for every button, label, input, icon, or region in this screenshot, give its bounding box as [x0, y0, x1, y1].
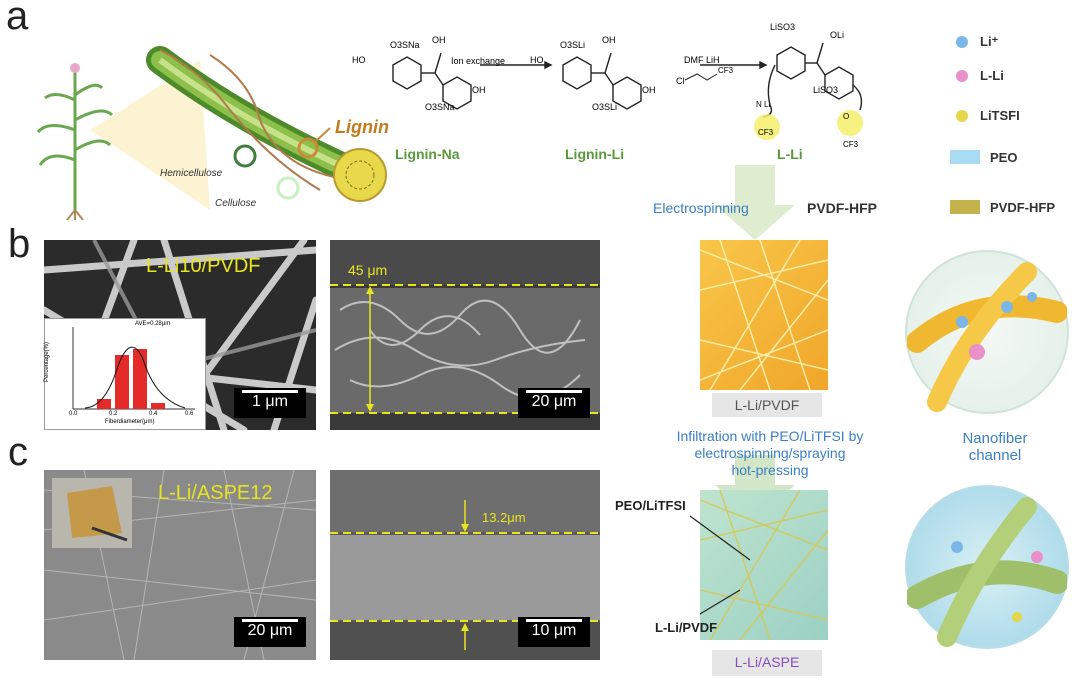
- lli-pvdf-caption: L-Li/PVDF: [712, 393, 822, 417]
- lli-aspe-caption: L-Li/ASPE: [712, 650, 822, 676]
- nanofiber-zoom-pvdf: [905, 250, 1069, 414]
- chemical-structures: [392, 42, 863, 140]
- chem-na-so3na-bot: O3SNa: [425, 102, 455, 112]
- callout-peo-litfsi: PEO/LiTFSI: [615, 498, 686, 513]
- histogram-xtick-2: 0.4: [149, 411, 158, 417]
- chem-lli-nli: N Li: [756, 100, 771, 109]
- step1-label: Ion exchange: [451, 56, 506, 66]
- legend: Li⁺ L-Li LiTSFI PEO PVDF-HFP: [950, 30, 1070, 230]
- scale-bar-b2: 20 μm: [518, 388, 590, 418]
- chem-lli-cf3c: CF3: [843, 140, 859, 149]
- lli-aspe-film: [699, 489, 829, 641]
- compound-l-li: L-Li: [777, 146, 803, 162]
- scale-bar-b1: 1 μm: [234, 388, 306, 418]
- infiltration-line-1: Infiltration with PEO/LiTFSI by: [676, 428, 864, 444]
- sem-c1-label: L-Li/ASPE12: [158, 482, 273, 504]
- sem-c2-thickness: 13.2μm: [482, 510, 526, 525]
- scale-bar-c2: 10 μm: [518, 617, 590, 647]
- membrane-photo-inset: [52, 478, 132, 548]
- panel-letter-a: a: [6, 0, 29, 38]
- chem-lli-cf3a: CF3: [718, 66, 734, 75]
- scale-bar-b1-text: 1 μm: [252, 393, 288, 410]
- lli-pvdf-film: [699, 239, 829, 391]
- compound-lignin-na: Lignin-Na: [395, 146, 460, 162]
- cellulose-label: Cellulose: [215, 198, 257, 209]
- plant-illustration: [36, 46, 387, 220]
- legend-pvdf-swatch: [950, 200, 980, 214]
- chem-na-oh-top: OH: [432, 35, 446, 45]
- electrospinning-label: Electrospinning: [653, 200, 749, 216]
- chem-li-oh-top: OH: [602, 35, 616, 45]
- sem-b1-label: L-Li10/PVDF: [146, 255, 261, 277]
- legend-litsfi-label: LiTSFI: [980, 108, 1020, 123]
- nanofiber-label-line-1: Nanofiber: [962, 430, 1028, 447]
- chem-na-ho: HO: [352, 55, 366, 65]
- chem-li-ho: HO: [530, 55, 544, 65]
- histogram-annotation: AVE=0.28μm: [135, 321, 171, 327]
- legend-peo-swatch: [950, 150, 980, 164]
- histogram-xtick-1: 0.2: [109, 411, 118, 417]
- legend-li-icon: [956, 36, 968, 48]
- histogram-inset: AVE=0.28μm Fiberdiameter(μm) Percentage(…: [44, 318, 206, 430]
- legend-lli-icon: [956, 70, 968, 82]
- chem-lli-cf3b: CF3: [758, 128, 774, 137]
- legend-li-label: Li⁺: [980, 34, 999, 49]
- histogram-xtick-3: 0.6: [185, 411, 194, 417]
- chem-li-so3li-bot: O3SLi: [592, 102, 618, 112]
- chem-li-oh-right: OH: [642, 85, 656, 95]
- histogram-xlabel: Fiberdiameter(μm): [105, 419, 155, 425]
- chem-lli-o: O: [843, 112, 850, 121]
- histogram-ylabel: Percentage(%): [44, 341, 51, 383]
- callout-lines: [689, 515, 751, 615]
- chem-lli-cl: Cl: [676, 76, 685, 86]
- sem-b2-thickness: 45 μm: [348, 262, 388, 278]
- infiltration-text: Infiltration with PEO/LiTFSI by electros…: [640, 428, 900, 479]
- panel-letter-b: b: [8, 222, 31, 266]
- chem-lli-liso3-mid: LiSO3: [813, 85, 839, 95]
- pvdf-hfp-label: PVDF-HFP: [807, 200, 877, 216]
- step2-label: DMF LiH: [684, 55, 720, 65]
- scale-bar-c1-text: 20 μm: [247, 622, 293, 639]
- legend-litsfi-icon: [956, 110, 968, 122]
- plant-icon: [36, 70, 114, 210]
- lignin-label: Lignin: [335, 117, 389, 137]
- compound-lignin-li: Lignin-Li: [565, 146, 625, 162]
- scale-bar-c1: 20 μm: [234, 617, 306, 647]
- chem-li-so3li-top: O3SLi: [560, 40, 586, 50]
- nanofiber-label-line-2: channel: [968, 447, 1022, 464]
- flow-arrows: [715, 165, 795, 520]
- nanofiber-zoom-aspe: [905, 485, 1069, 649]
- callout-lli-pvdf: L-Li/PVDF: [655, 620, 718, 635]
- histogram-xtick-0: 0.0: [69, 411, 78, 417]
- legend-lli-label: L-Li: [980, 68, 1004, 83]
- chem-na-so3na-top: O3SNa: [390, 40, 420, 50]
- scale-bar-b2-text: 20 μm: [531, 393, 577, 410]
- infiltration-line-3: hot-pressing: [731, 462, 809, 478]
- scale-bar-c2-text: 10 μm: [531, 622, 577, 639]
- panel-letter-c: c: [8, 430, 28, 474]
- chem-lli-liso3-top: LiSO3: [770, 22, 796, 32]
- chem-na-oh-right: OH: [472, 85, 486, 95]
- legend-pvdf-label: PVDF-HFP: [990, 200, 1055, 215]
- legend-peo-label: PEO: [990, 150, 1018, 165]
- hemicellulose-label: Hemicellulose: [160, 168, 223, 179]
- infiltration-line-2: electrospinning/spraying: [694, 445, 846, 461]
- chem-lli-oli: OLi: [830, 30, 845, 40]
- nanofiber-channel-label: Nanofiber channel: [945, 430, 1045, 464]
